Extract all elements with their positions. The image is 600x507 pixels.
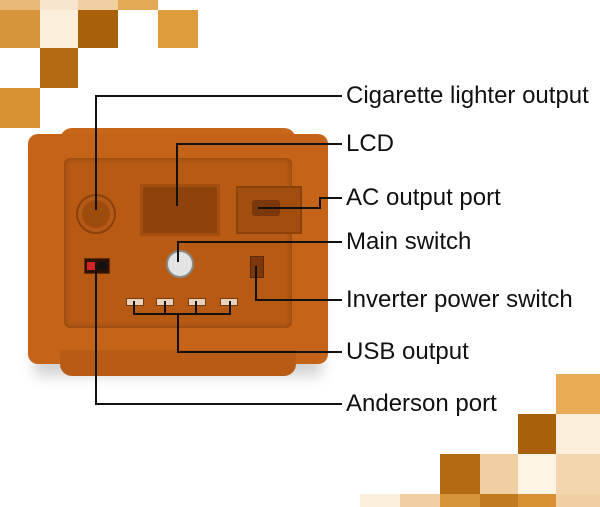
leader-cigarette <box>95 95 342 210</box>
label-main-switch: Main switch <box>346 228 472 255</box>
decor-tile <box>480 494 518 507</box>
device-bottom-rim <box>60 350 296 376</box>
decor-tile <box>556 374 600 414</box>
decor-tile <box>556 494 600 507</box>
decor-tile <box>0 10 40 48</box>
main-switch-button <box>166 250 194 278</box>
leader-usb-trunk <box>177 314 342 353</box>
decor-tile <box>360 494 400 507</box>
decor-tile <box>440 494 480 507</box>
decor-tile <box>158 10 198 48</box>
label-lcd: LCD <box>346 130 395 157</box>
decor-tile <box>0 0 40 10</box>
decor-tile <box>518 454 556 494</box>
leader-main-switch <box>177 241 342 262</box>
leader-lcd <box>176 143 342 206</box>
label-usb-output: USB output <box>346 338 469 365</box>
decor-tile <box>118 0 158 10</box>
decor-tile <box>518 414 556 454</box>
leader-usb <box>133 301 231 315</box>
decor-tile <box>40 0 78 10</box>
leader-inverter <box>255 266 342 301</box>
decor-tile <box>78 0 118 10</box>
label-inverter-switch: Inverter power switch <box>346 286 573 313</box>
decor-tile <box>518 494 556 507</box>
anderson-black-pin <box>98 262 106 270</box>
label-ac-output: AC output port <box>346 184 501 211</box>
decor-tile <box>40 48 78 88</box>
decor-tile <box>440 454 480 494</box>
decor-tile <box>480 454 518 494</box>
anderson-red-pin <box>87 262 95 270</box>
label-anderson-port: Anderson port <box>346 390 497 417</box>
decor-tile <box>556 454 600 494</box>
decor-tile <box>400 494 440 507</box>
decor-tile <box>0 88 40 128</box>
leader-ac <box>258 197 342 209</box>
label-cigarette-lighter: Cigarette lighter output <box>346 82 589 109</box>
decor-tile <box>40 10 78 48</box>
leader-anderson <box>95 265 342 405</box>
decor-tile <box>556 414 600 454</box>
decor-tile <box>78 10 118 48</box>
lcd-screen <box>140 184 220 236</box>
